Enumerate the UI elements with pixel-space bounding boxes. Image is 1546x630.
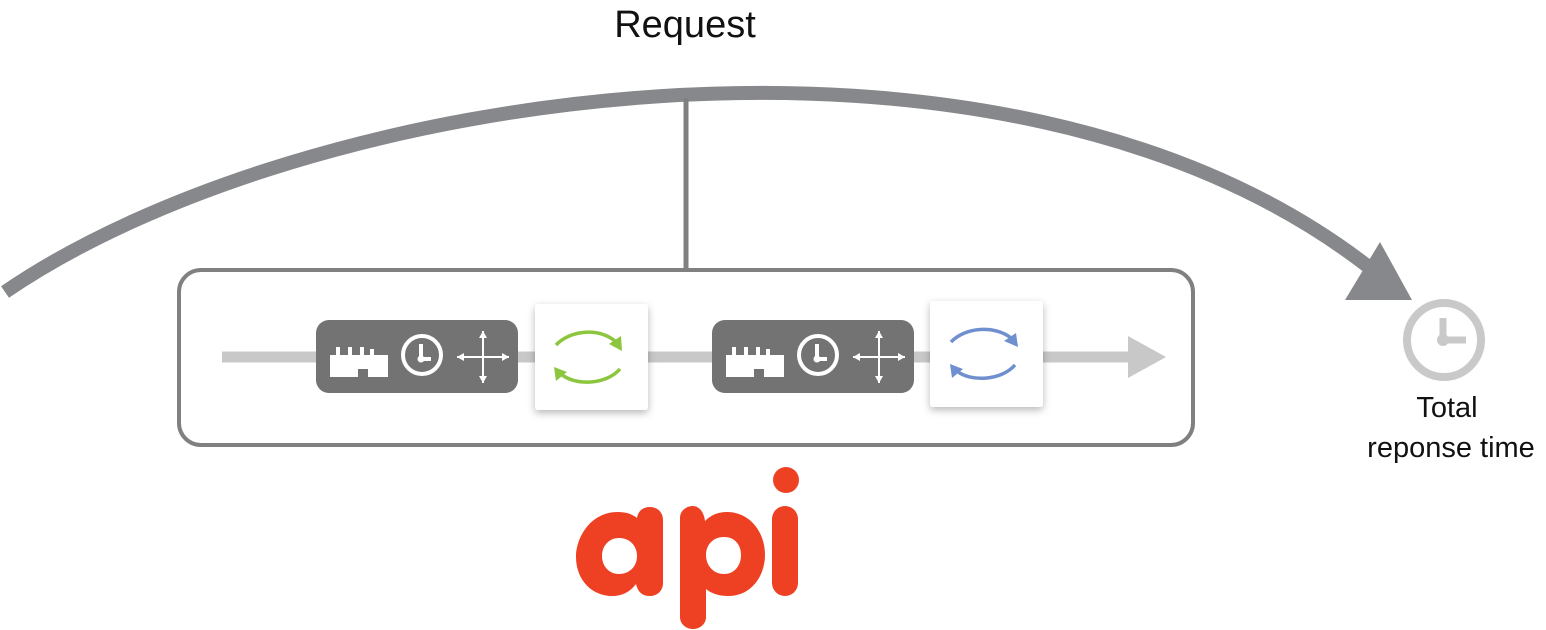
api-logo <box>576 467 799 629</box>
sync-arrows-icon <box>949 327 1017 381</box>
response-time-clock-icon <box>1403 299 1485 381</box>
response-label-line2: reponse time <box>1367 432 1535 464</box>
request-arc-arrow <box>1 85 1412 300</box>
service-block-1 <box>316 320 518 393</box>
service-block-2 <box>712 320 914 393</box>
sync-arrows-icon <box>554 330 622 384</box>
sync-card-green <box>535 304 648 410</box>
sync-card-blue <box>930 301 1043 407</box>
request-label: Request <box>614 4 756 46</box>
response-label-line1: Total <box>1416 392 1477 424</box>
